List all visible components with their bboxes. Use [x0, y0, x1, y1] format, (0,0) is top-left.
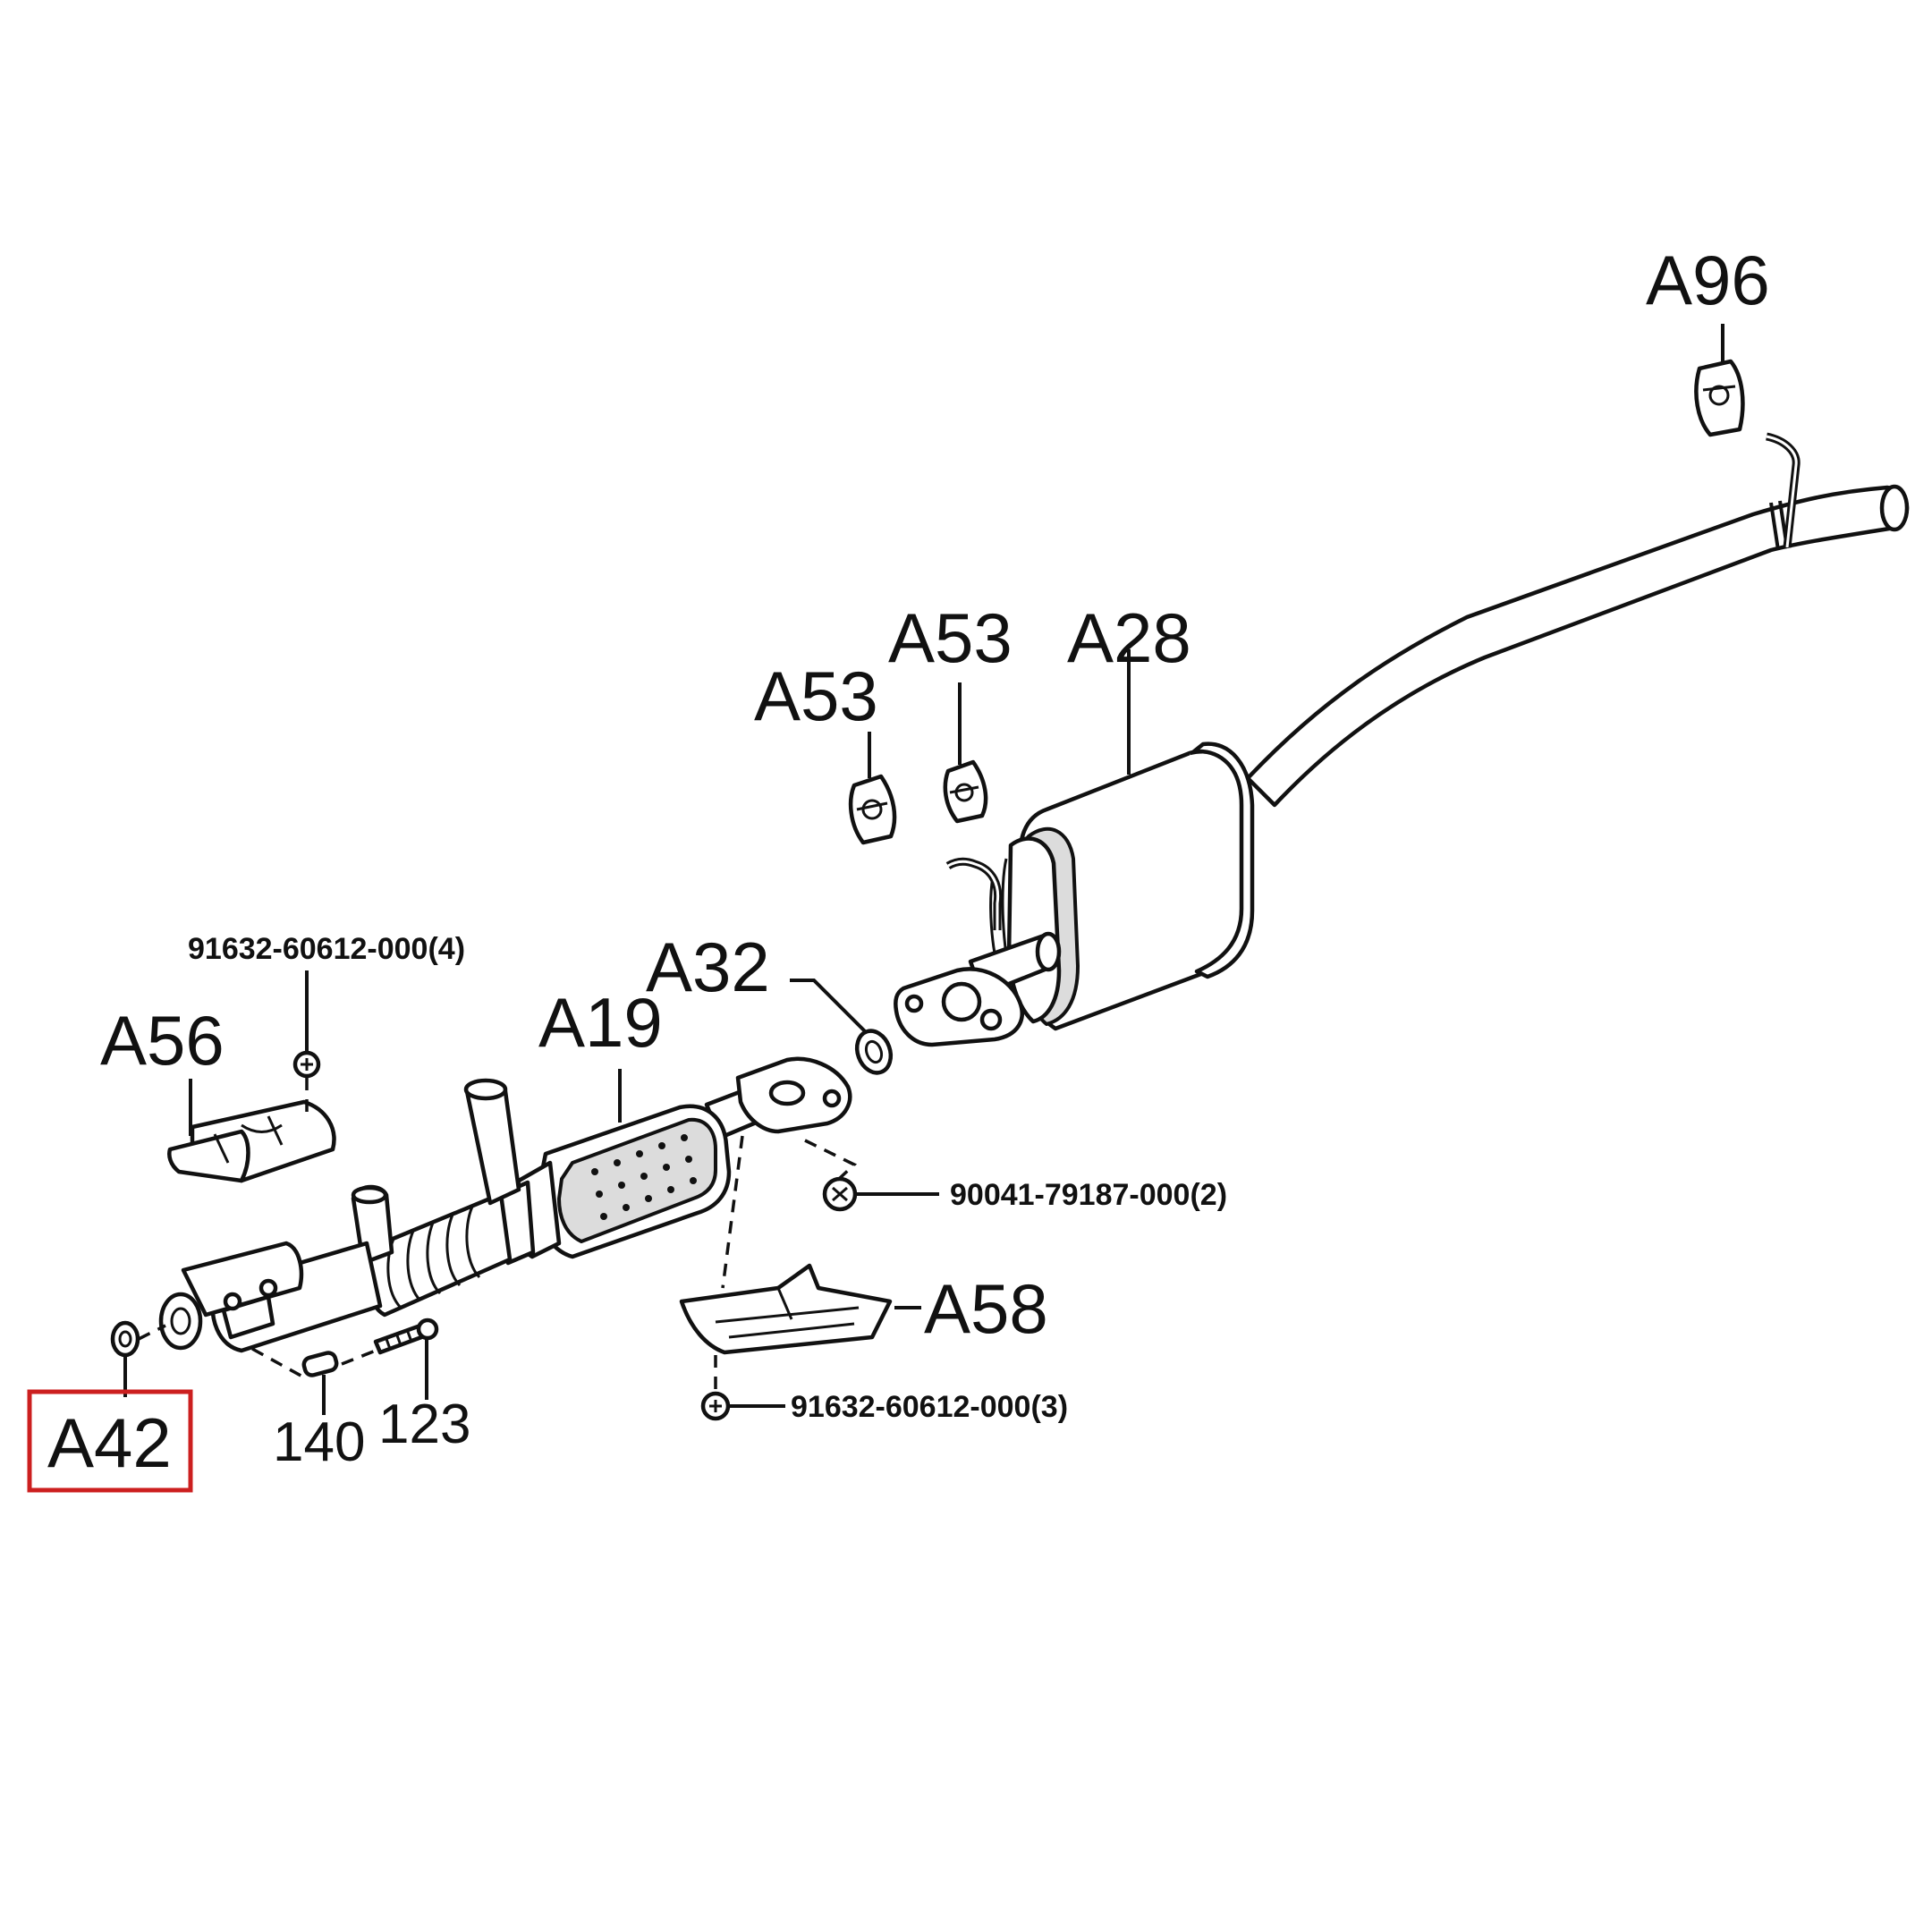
- muffler-hanger-rod: [945, 857, 1003, 930]
- leader-a32: [790, 979, 868, 1034]
- dashed-a58-upper: [721, 1135, 744, 1289]
- dashed-nut: [804, 1139, 858, 1181]
- clip-140: [301, 1351, 339, 1377]
- nut-icon: [822, 1176, 858, 1212]
- label-a96: A96: [1646, 241, 1770, 319]
- bolt-icon: [292, 1050, 321, 1079]
- front-pipe-mid-section: [704, 1056, 852, 1140]
- label-a42: A42: [47, 1403, 172, 1482]
- label-a19: A19: [538, 983, 663, 1062]
- muffler-inlet-flange: [894, 967, 1024, 1047]
- hanger-a53-left: [848, 774, 897, 845]
- stud-bolt-123: [373, 1318, 439, 1355]
- highlight-box-a42: [27, 1389, 193, 1493]
- hanger-a53-right: [943, 759, 988, 824]
- catalytic-converter-a19: [498, 1104, 732, 1266]
- front-pipe-flange-end: [158, 1241, 383, 1353]
- label-a28: A28: [1067, 598, 1191, 677]
- nut-a42: [110, 1320, 140, 1358]
- part-number-nut: 90041-79187-000(2): [950, 1178, 1227, 1212]
- part-number-bolt-a58: 91632-60612-000(3): [791, 1390, 1068, 1424]
- label-a53-right: A53: [888, 598, 1013, 677]
- label-a58: A58: [924, 1269, 1048, 1348]
- part-number-bolt-a56: 91632-60612-000(4): [188, 932, 465, 966]
- muffler-a28: [989, 741, 1255, 1031]
- dashed-a42: [138, 1324, 166, 1341]
- dashed-140: [251, 1347, 305, 1379]
- gasket-a32: [854, 1029, 894, 1075]
- hanger-a96: [1694, 359, 1745, 437]
- front-pipe-vertical-branch: [351, 1078, 521, 1266]
- bolt-icon: [700, 1391, 731, 1421]
- label-a32: A32: [646, 928, 770, 1006]
- label-a53-left: A53: [754, 657, 878, 735]
- heat-shield-a58: [679, 1263, 893, 1355]
- dashed-123: [341, 1349, 377, 1366]
- label-140: 140: [273, 1411, 365, 1473]
- label-123: 123: [378, 1394, 470, 1455]
- tail-pipe: [1245, 484, 1910, 808]
- label-a56: A56: [100, 1001, 225, 1080]
- tail-pipe-hanger-rod: [1765, 432, 1801, 548]
- heat-shield-a56: [167, 1099, 336, 1183]
